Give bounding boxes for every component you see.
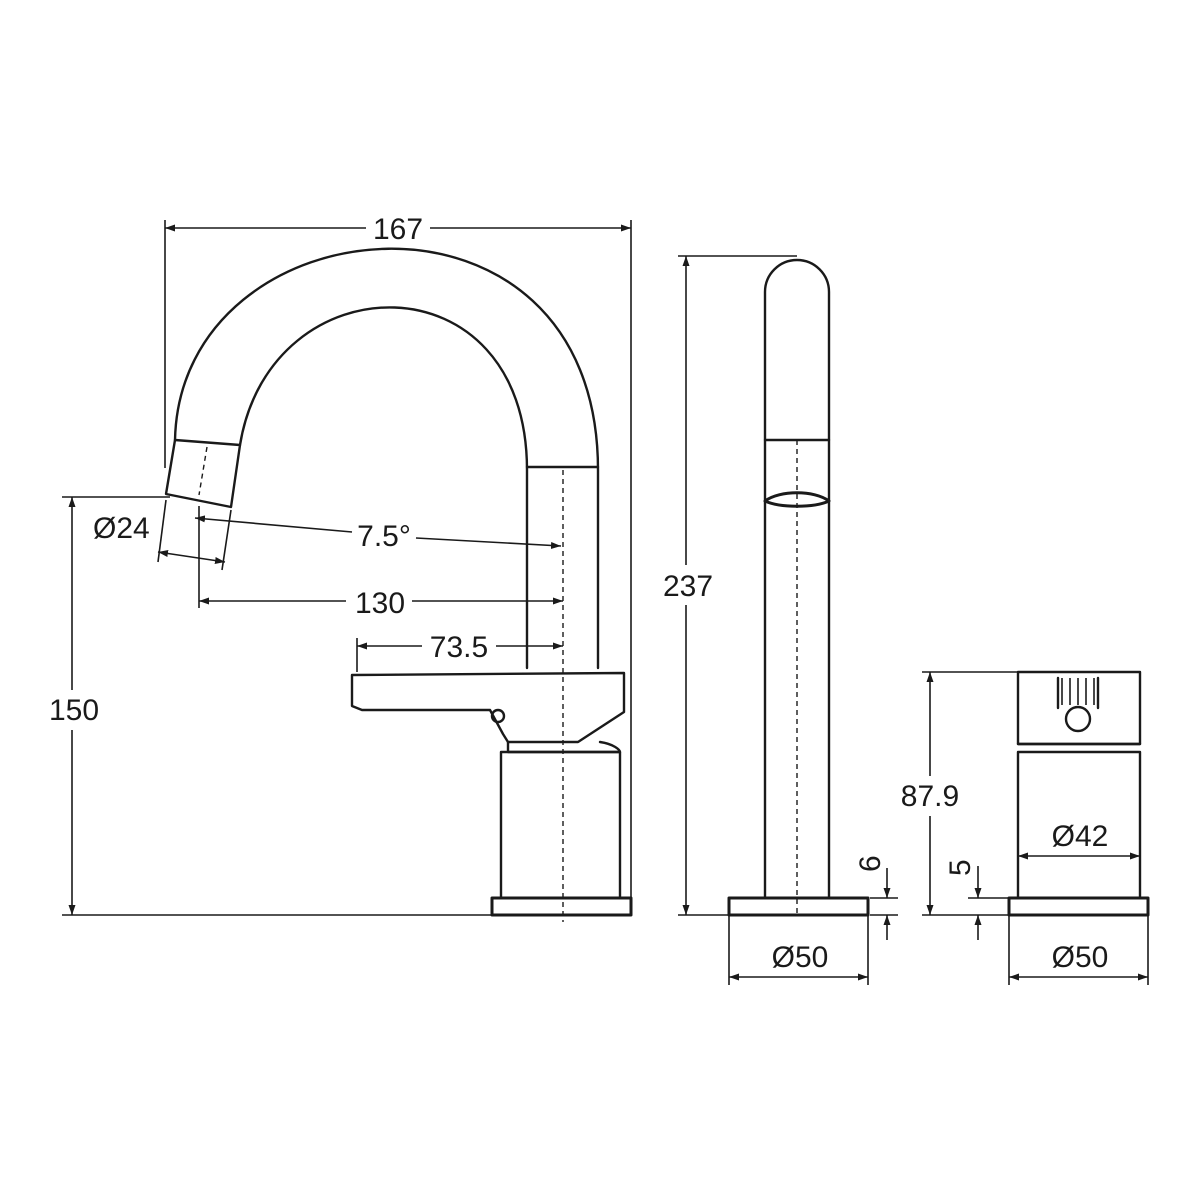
label-mask [898, 776, 962, 816]
tap-base-plate [490, 896, 633, 917]
spout-front-view [727, 258, 870, 917]
dim-label-5: 5 [944, 859, 977, 876]
spout-side-view [164, 247, 600, 922]
spout-inner-curve [238, 306, 529, 670]
dim-label-237: 237 [663, 570, 713, 603]
mixer-knob-icon [1064, 705, 1092, 733]
dim-outlet-height: 150 [44, 496, 492, 916]
dim-mixer-body-diameter: Ø42 [1018, 820, 1140, 860]
dim-label-167: 167 [373, 213, 423, 246]
dim-overall-height: 237 [657, 255, 797, 916]
front-base-plate [727, 896, 870, 917]
dim-overall-width: 167 [164, 208, 632, 898]
dim-label-mixer-ø50: Ø50 [1052, 941, 1109, 974]
lever-collar [506, 740, 622, 754]
dim-lever-reach: 73.5 [356, 626, 563, 672]
dim-line-angle-left [194, 515, 353, 533]
label-mask [346, 583, 412, 621]
label-mask [366, 208, 430, 246]
spout-outer-curve [173, 247, 600, 670]
dim-mixer-base-diameter: Ø50 [1008, 915, 1149, 985]
dim-mixer-height: 87.9 [898, 671, 1018, 916]
label-mask [422, 626, 496, 664]
dim-outlet-diameter: Ø24 [93, 499, 232, 571]
dim-label-150: 150 [49, 694, 99, 727]
label-mask [657, 565, 717, 605]
lever-pivot-icon [490, 708, 506, 724]
lever-handle [350, 671, 626, 754]
mixer-knurl-sides [1056, 676, 1100, 710]
dim-label-front-ø50: Ø50 [772, 941, 829, 974]
dim-line-angle-right [415, 537, 562, 549]
dim-front-base-diameter: Ø50 [728, 915, 869, 985]
tap-body [499, 750, 622, 900]
dim-line-ø24 [157, 550, 226, 564]
dim-label-6: 6 [854, 855, 887, 872]
front-outlet-ring [763, 491, 831, 508]
dim-outlet-angle: 7.5° [194, 515, 562, 553]
dim-base-thickness: 6 [854, 855, 898, 940]
dim-label-ø24: Ø24 [93, 512, 150, 545]
dim-mixer-base-thickness: 5 [944, 859, 1009, 940]
dim-label-ø42: Ø42 [1052, 820, 1109, 853]
dim-label-87.9: 87.9 [901, 780, 959, 813]
lever-outline [350, 671, 626, 744]
spout-outlet-nozzle [164, 438, 242, 509]
front-spout-outline [763, 258, 831, 900]
outlet-centerline [198, 446, 208, 496]
dim-spout-reach: 130 [198, 506, 563, 621]
dim-label-130: 130 [355, 587, 405, 620]
mixer-body-view [1007, 670, 1150, 917]
label-mask [44, 690, 104, 730]
mixer-base-plate [1007, 896, 1150, 917]
dim-label-angle: 7.5° [357, 520, 411, 553]
dim-label-73.5: 73.5 [430, 631, 488, 664]
